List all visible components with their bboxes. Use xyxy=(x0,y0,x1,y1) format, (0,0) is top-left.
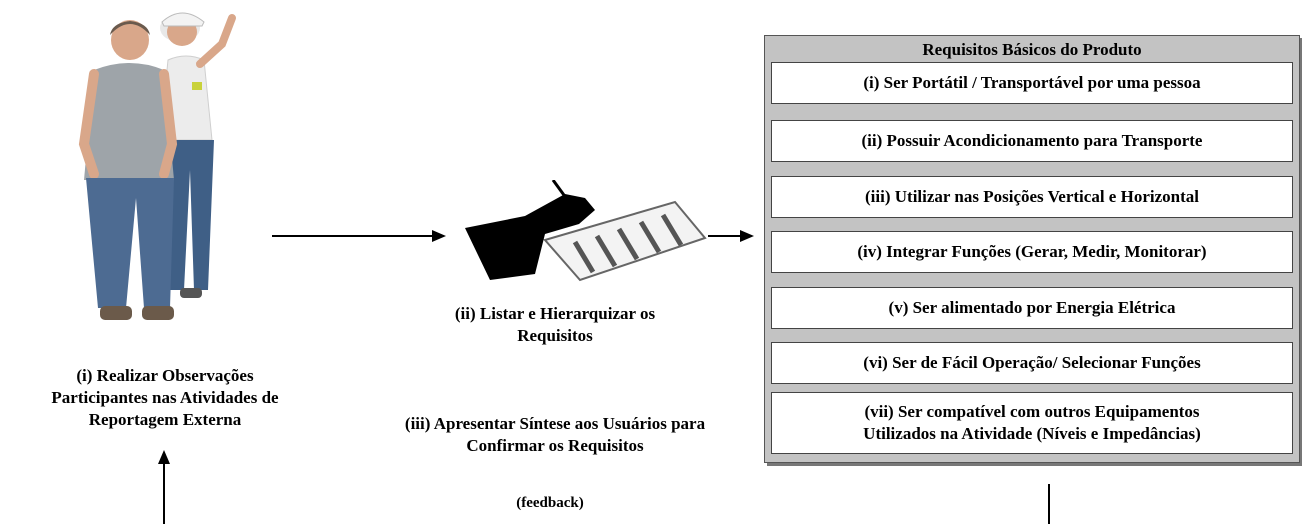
arrow-step1-to-step2 xyxy=(272,230,446,242)
arrow-step2-to-requirements xyxy=(708,230,754,242)
requirement-2: (ii) Possuir Acondicionamento para Trans… xyxy=(771,120,1293,162)
feedback-label: (feedback) xyxy=(516,495,584,511)
requirement-3: (iii) Utilizar nas Posições Vertical e H… xyxy=(771,176,1293,218)
requirement-1: (i) Ser Portátil / Transportável por uma… xyxy=(771,62,1293,104)
requirements-panel: Requisitos Básicos do Produto (i) Ser Po… xyxy=(764,35,1300,463)
step3-caption: (iii) Apresentar Síntese aos Usuários pa… xyxy=(404,414,706,455)
requirement-5: (v) Ser alimentado por Energia Elétrica xyxy=(771,287,1293,329)
requirement-7: (vii) Ser compatível com outros Equipame… xyxy=(771,392,1293,454)
requirement-4: (iv) Integrar Funções (Gerar, Medir, Mon… xyxy=(771,231,1293,273)
requirements-title: Requisitos Básicos do Produto xyxy=(922,40,1142,59)
step1-caption: (i) Realizar Observações Participantes n… xyxy=(51,366,279,429)
feedback-arrow-up xyxy=(158,450,170,524)
step2-caption: (ii) Listar e Hierarquizar os Requisitos xyxy=(454,304,656,345)
feedback-line-from-requirements xyxy=(1048,484,1050,524)
reporters-photo xyxy=(78,12,236,320)
hand-writing-on-list-icon xyxy=(465,180,707,282)
requirement-6: (vi) Ser de Fácil Operação/ Selecionar F… xyxy=(771,342,1293,384)
